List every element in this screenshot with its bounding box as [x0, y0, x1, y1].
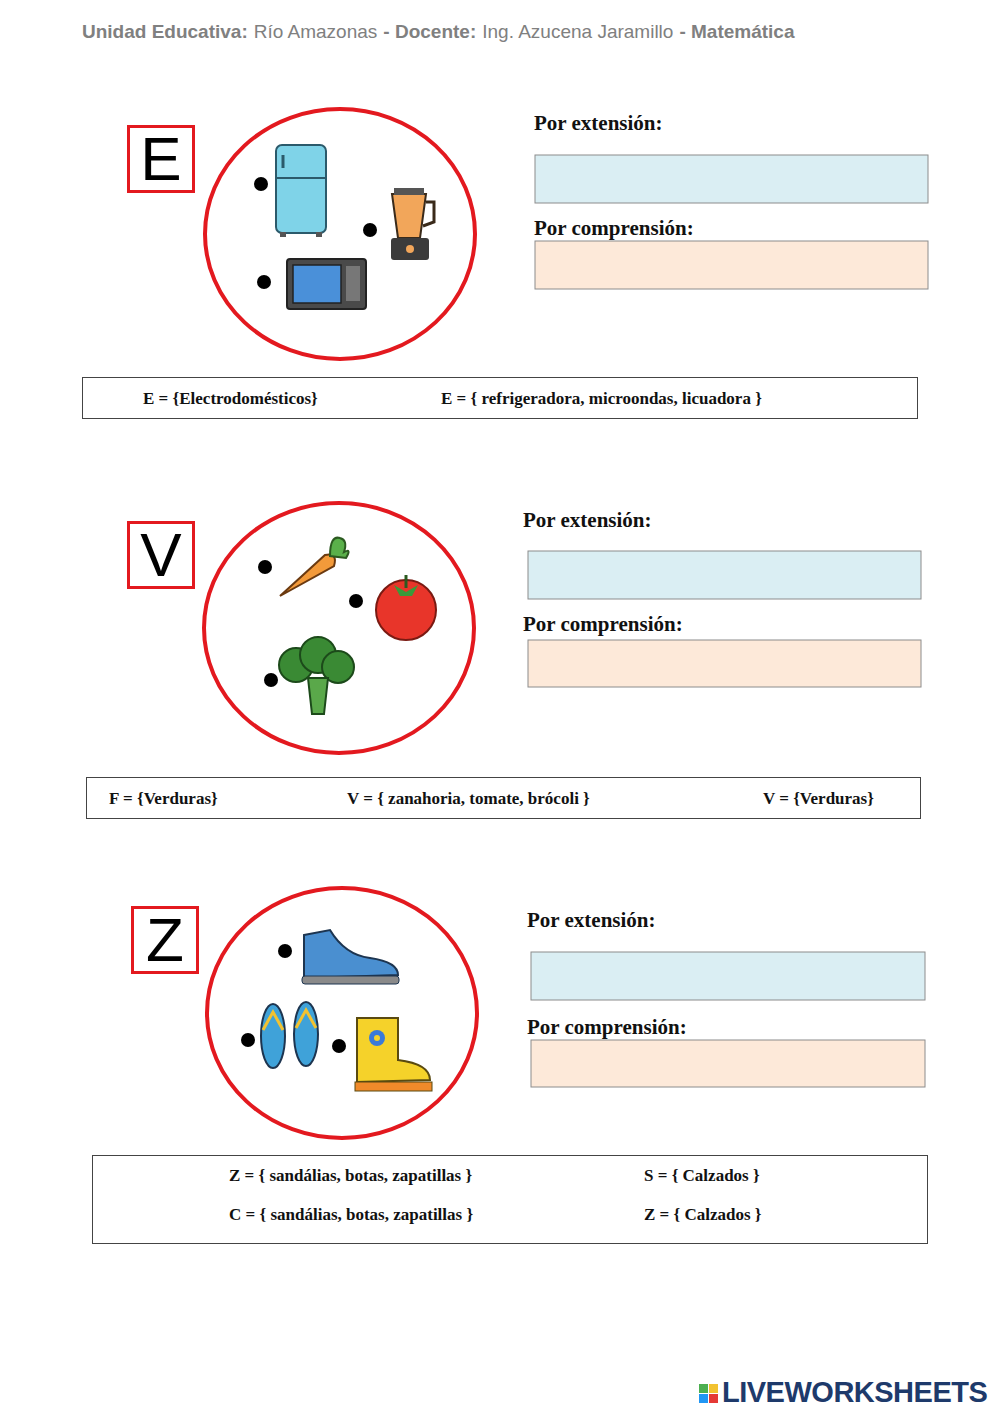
set-notation: C = { sandálias, botas, zapatillas }	[229, 1205, 473, 1225]
carrot-icon	[280, 538, 349, 596]
element-dots	[241, 177, 377, 1053]
field-label: Por extensión:	[527, 908, 656, 933]
options-box: E = {Electrodomésticos} E = { refrigerado…	[82, 377, 918, 419]
set-circle	[205, 109, 475, 359]
set-letter-box: Z	[131, 906, 199, 974]
set-notation: E = {Electrodomésticos}	[143, 389, 318, 409]
set-notation: Z = { sandálias, botas, zapatillas }	[229, 1166, 472, 1186]
broccoli-icon	[279, 637, 354, 714]
set-letter: Z	[146, 909, 184, 971]
answer-box	[535, 241, 928, 289]
set-notation: Z = { Calzados }	[644, 1205, 762, 1225]
answer-box	[531, 952, 925, 1000]
set-notation: F = {Verduras}	[109, 789, 218, 809]
watermark-logo	[699, 1384, 718, 1403]
header-label: Unidad Educativa:	[82, 21, 248, 43]
boot-icon	[355, 1018, 432, 1091]
set-notation: V = {Verduras}	[763, 789, 874, 809]
header-value: Ing. Azucena Jaramillo	[482, 21, 673, 43]
field-label: Por comprensión:	[534, 216, 694, 241]
set-letter: E	[140, 128, 181, 190]
field-label: Por comprensión:	[523, 612, 683, 637]
answer-box	[528, 551, 921, 599]
answer-box	[528, 640, 921, 687]
fridge-icon	[276, 145, 326, 237]
set-circle	[207, 888, 477, 1138]
set-letter-box: E	[127, 125, 195, 193]
field-label: Por extensión:	[523, 508, 652, 533]
header-label: - Matemática	[679, 21, 794, 43]
set-notation: V = { zanahoria, tomate, brócoli }	[347, 789, 590, 809]
set-circle	[204, 503, 474, 753]
options-box: F = {Verduras} V = { zanahoria, tomate, b…	[86, 777, 921, 819]
sneaker-icon	[302, 930, 399, 984]
field-label: Por comprensión:	[527, 1015, 687, 1040]
answer-box	[531, 1040, 925, 1087]
header-value: Río Amazonas	[254, 21, 378, 43]
set-notation: E = { refrigeradora, microondas, licuado…	[441, 389, 762, 409]
blender-icon	[391, 188, 434, 260]
header-label: - Docente:	[383, 21, 476, 43]
set-notation: S = { Calzados }	[644, 1166, 760, 1186]
answer-box	[535, 155, 928, 203]
microwave-icon	[287, 259, 366, 309]
field-label: Por extensión:	[534, 111, 663, 136]
options-box: Z = { sandálias, botas, zapatillas } S = …	[92, 1155, 928, 1244]
set-letter-box: V	[127, 521, 195, 589]
watermark: LIVEWORKSHEETS	[722, 1376, 987, 1409]
flipflops-icon	[261, 1002, 318, 1068]
tomato-icon	[376, 575, 436, 640]
set-letter: V	[140, 524, 181, 586]
